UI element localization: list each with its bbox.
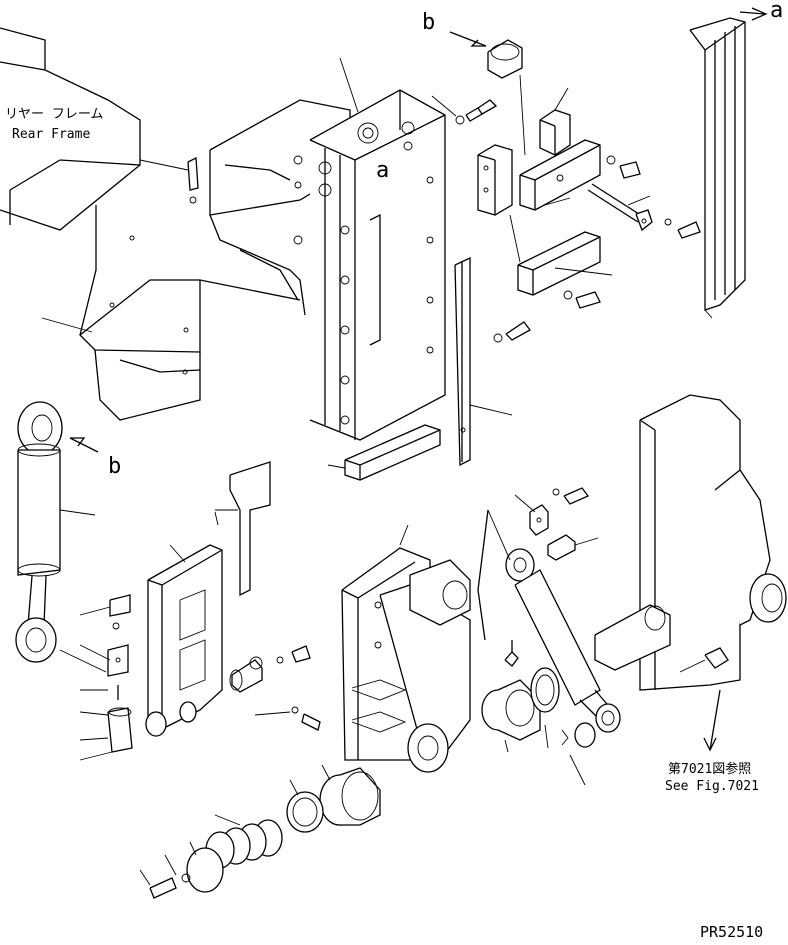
top-bushing	[449, 31, 526, 156]
right-guide-plate	[689, 7, 768, 319]
main-vertical-beam	[309, 57, 446, 441]
see-fig-label-en: See Fig.7021	[665, 779, 759, 794]
callout-a-top-right: a	[770, 0, 784, 23]
small-pin-right	[514, 487, 599, 561]
rear-frame-block	[0, 27, 141, 231]
left-plate-assembly	[145, 461, 271, 737]
hydraulic-cylinder-center	[477, 509, 621, 733]
upper-blocks	[477, 87, 613, 296]
fasteners-top	[139, 95, 498, 204]
pin-and-bolts	[493, 155, 701, 343]
callout-b-top: b	[422, 10, 436, 35]
fig-7021-housing	[594, 394, 787, 752]
middle-pin	[229, 645, 321, 731]
callout-b-cylinder: b	[108, 454, 122, 479]
rear-frame-label-jp: リヤー フレーム	[5, 107, 104, 122]
see-fig-label-jp: 第7021図参照	[668, 762, 752, 777]
small-parts-stack	[79, 594, 133, 761]
center-frame	[341, 524, 471, 773]
guide-bar	[327, 424, 441, 481]
bushings-and-seals	[481, 640, 596, 786]
rear-frame-label-en: Rear Frame	[12, 127, 91, 142]
lower-bushings	[139, 764, 381, 899]
drawing-code: PR52510	[700, 923, 764, 941]
thin-strip	[454, 256, 513, 467]
hydraulic-cylinder-left	[15, 401, 107, 673]
mounting-plate	[41, 205, 301, 421]
callout-a-beam: a	[376, 158, 390, 183]
